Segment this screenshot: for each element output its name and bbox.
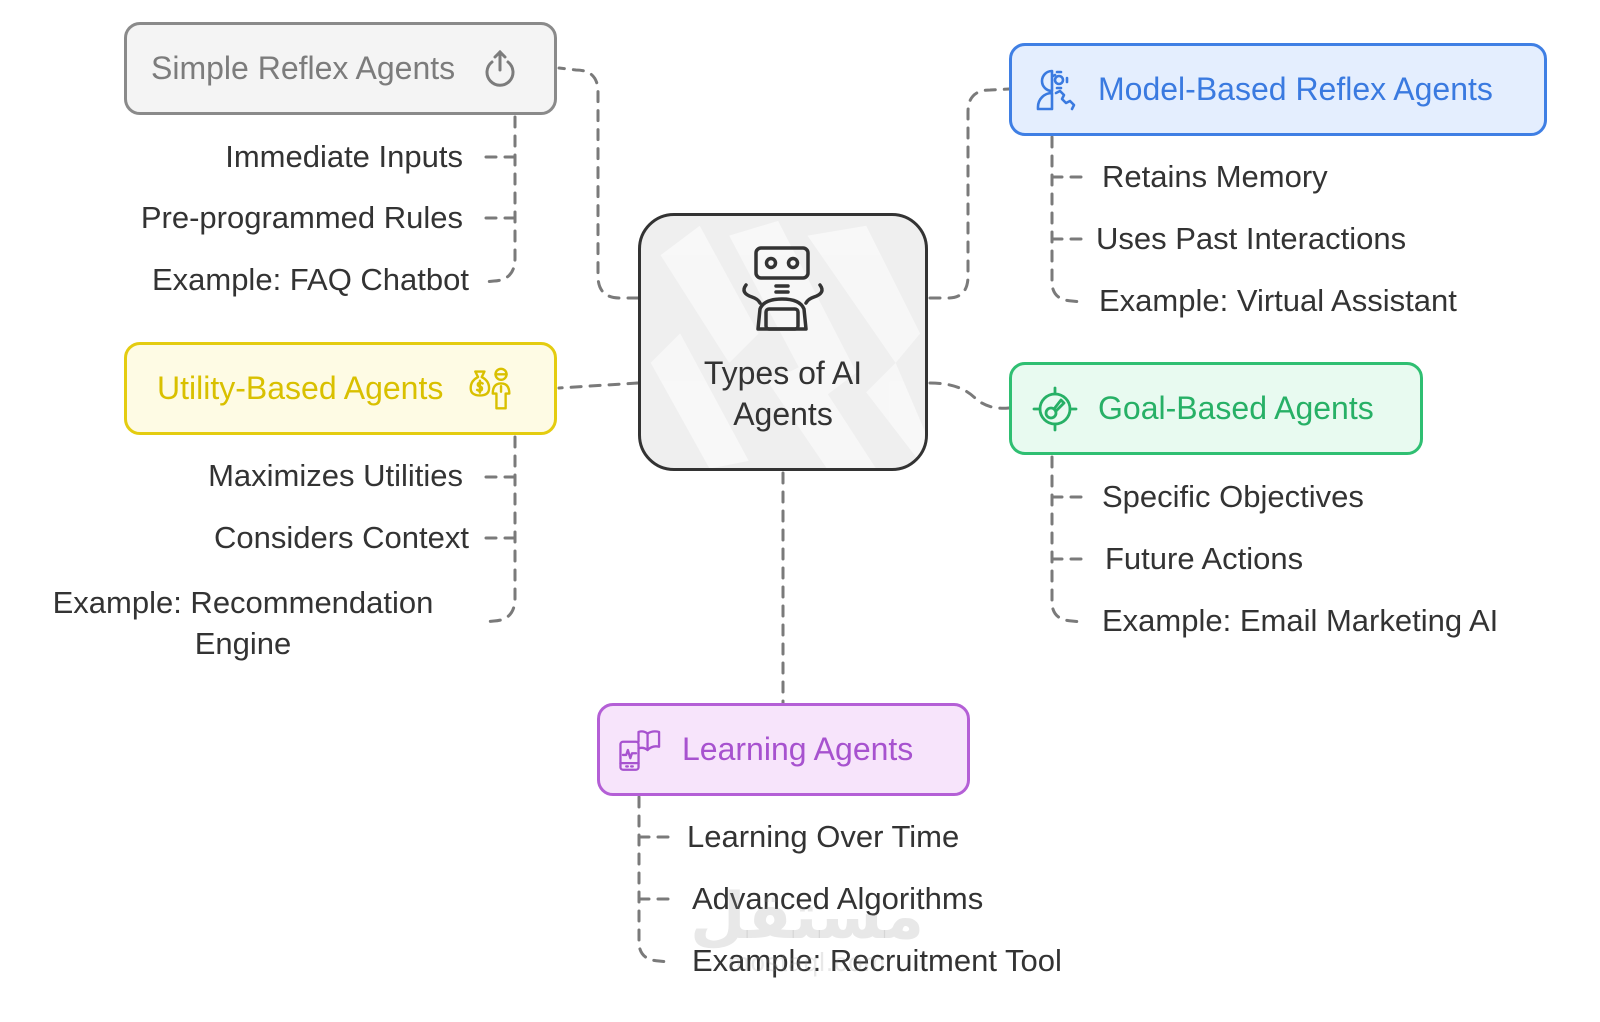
leaf-learning-2: Advanced Algorithms (692, 881, 984, 916)
phone-book-icon (618, 727, 664, 773)
connector-center-model (928, 87, 1011, 300)
leaf-simple-2: Pre-programmed Rules (140, 200, 463, 235)
connector-center-goal (928, 381, 1011, 410)
central-topic-node[interactable]: Types of AI Agents (638, 213, 928, 471)
connector-center-utility (557, 381, 640, 390)
leaf-learning-1: Learning Over Time (687, 819, 960, 854)
node-label: Utility-Based Agents (157, 370, 444, 406)
leaf-utility-3: Example: Recommendation Engine (52, 585, 434, 661)
hatch-background (650, 220, 925, 468)
leaf-utility-1: Maximizes Utilities (208, 458, 463, 493)
leaf-model-3: Example: Virtual Assistant (1099, 283, 1457, 318)
connector-simple-items (482, 115, 517, 284)
central-topic-title: Types of AI Agents (703, 355, 863, 432)
node-model-based-reflex-agents[interactable]: Model-Based Reflex Agents (1009, 43, 1547, 136)
node-label: Learning Agents (682, 731, 914, 767)
node-label: Goal-Based Agents (1098, 390, 1374, 426)
leaf-goal-3: Example: Email Marketing AI (1102, 603, 1499, 638)
robot-icon (742, 246, 824, 331)
head-gears-icon (1034, 67, 1080, 113)
connector-goal-items (1050, 455, 1084, 624)
connector-center-simple (557, 66, 640, 300)
connector-model-items (1050, 135, 1084, 304)
node-label: Model-Based Reflex Agents (1098, 71, 1493, 107)
node-goal-based-agents[interactable]: Goal-Based Agents (1009, 362, 1423, 455)
node-label: Simple Reflex Agents (151, 50, 456, 86)
target-icon (1032, 386, 1078, 432)
leaf-learning-3: Example: Recruitment Tool (692, 943, 1062, 978)
leaf-model-1: Retains Memory (1102, 159, 1328, 194)
leaf-simple-3: Example: FAQ Chatbot (151, 262, 469, 297)
leaf-goal-2: Future Actions (1105, 541, 1304, 576)
node-learning-agents[interactable]: Learning Agents (597, 703, 970, 796)
leaf-goal-1: Specific Objectives (1102, 479, 1364, 514)
node-utility-based-agents[interactable]: Utility-Based Agents (124, 342, 557, 435)
power-touch-icon (477, 46, 523, 92)
leaf-model-2: Uses Past Interactions (1096, 221, 1407, 256)
leaf-utility-2: Considers Context (213, 520, 469, 555)
money-bag-person-icon (467, 366, 513, 412)
connector-utility-items (482, 435, 517, 624)
node-simple-reflex-agents[interactable]: Simple Reflex Agents (124, 22, 557, 115)
leaf-simple-1: Immediate Inputs (225, 139, 463, 174)
connector-learning-items (637, 795, 671, 964)
